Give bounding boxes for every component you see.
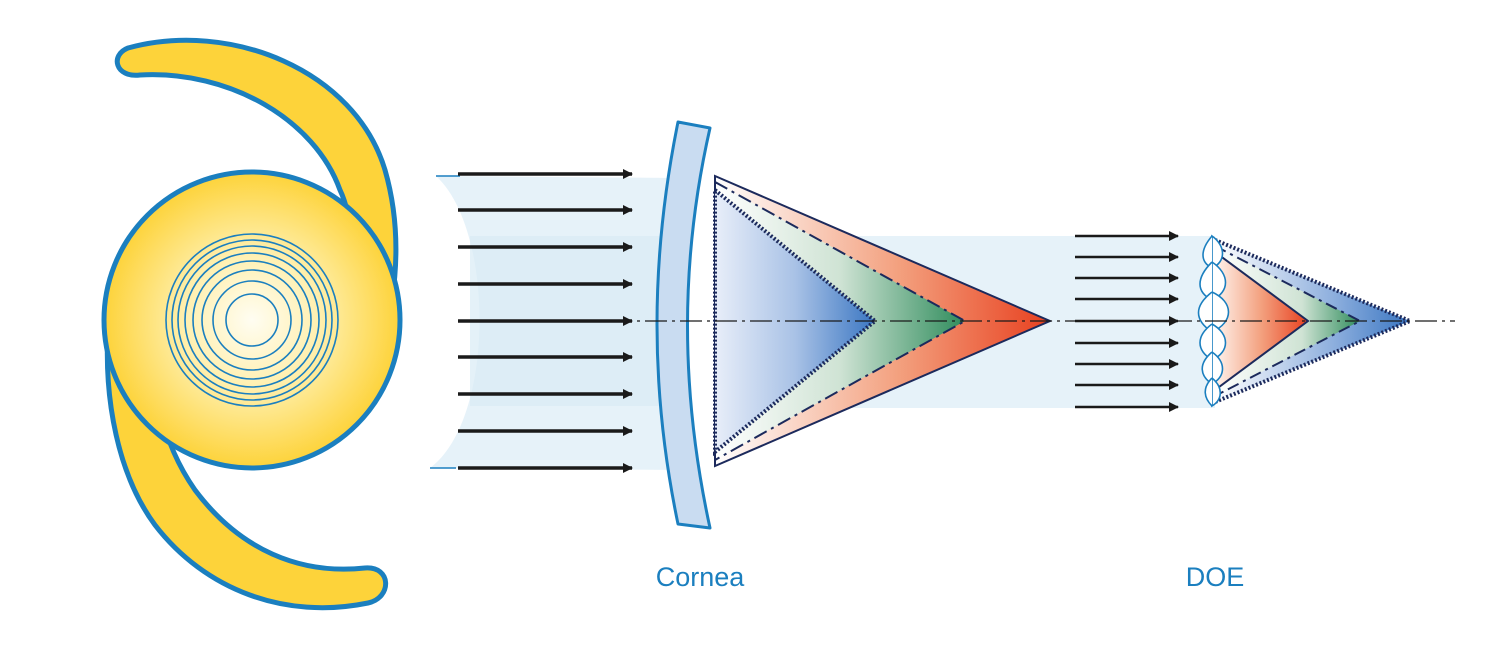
diffractive-rings: [165, 233, 339, 407]
intraocular-lens: [101, 37, 403, 611]
incident-rays-doe: [1075, 231, 1179, 412]
lens-optic: [101, 169, 403, 471]
incident-rays-cornea: [458, 169, 633, 473]
doe-label: DOE: [1185, 562, 1245, 592]
cornea-label: Cornea: [655, 562, 745, 592]
lower-haptic: [104, 327, 389, 611]
cornea-lens: [655, 120, 712, 530]
doe-element: [1197, 234, 1230, 408]
